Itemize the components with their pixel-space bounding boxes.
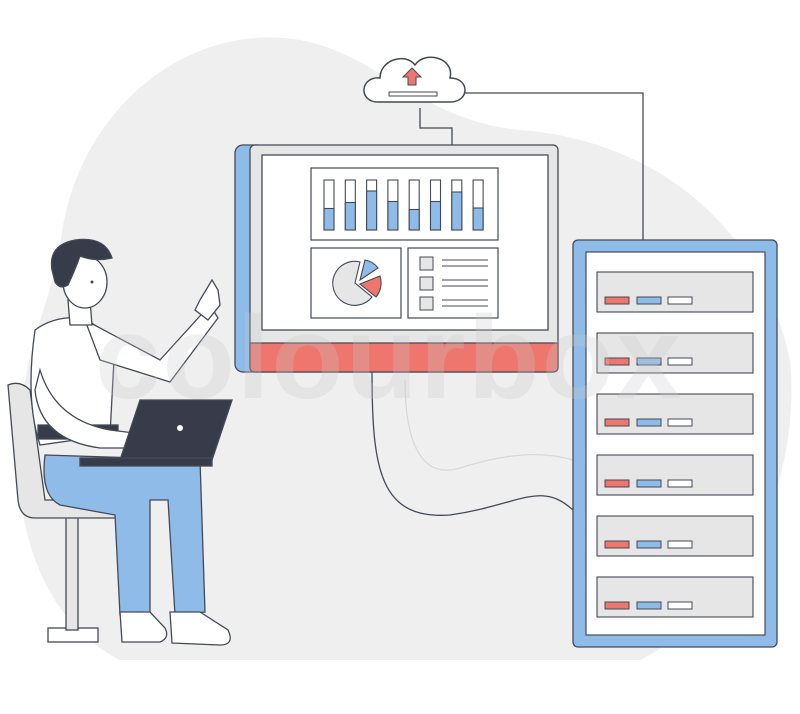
- server-unit: [596, 332, 754, 374]
- cloud-upload-icon: [363, 56, 466, 103]
- server-led: [604, 296, 630, 305]
- bar-fill: [323, 207, 335, 231]
- server-unit: [596, 576, 754, 618]
- list-line: [442, 259, 488, 267]
- chair-post: [65, 514, 79, 631]
- server-led: [636, 540, 662, 549]
- cables: [371, 92, 644, 516]
- person: [7, 238, 233, 646]
- server-unit: [596, 454, 754, 496]
- server-led: [636, 357, 662, 366]
- server-led: [667, 540, 693, 549]
- server-led: [636, 418, 662, 427]
- server-led: [604, 601, 630, 610]
- bar-chart-panel: [310, 167, 499, 241]
- server-led: [604, 357, 630, 366]
- server-unit: [596, 393, 754, 435]
- raised-arm: [83, 303, 219, 383]
- bar-fill: [451, 191, 463, 231]
- bar-fill: [366, 190, 378, 231]
- pie-slice-blue: [359, 259, 379, 282]
- hair: [50, 238, 113, 288]
- hand-pointing: [194, 278, 221, 321]
- list-checkbox: [419, 276, 434, 291]
- pie-slice-red: [358, 275, 382, 298]
- bar-fill: [408, 208, 420, 231]
- server-led: [667, 601, 693, 610]
- server-led: [667, 479, 693, 488]
- server-led: [667, 418, 693, 427]
- legs: [43, 454, 206, 616]
- laptop-base: [79, 457, 213, 467]
- bar-fill: [344, 201, 356, 231]
- pie-slice-gray: [332, 260, 373, 306]
- server-led: [667, 357, 693, 366]
- bar-fill: [387, 200, 399, 231]
- server-unit: [596, 515, 754, 557]
- list-line: [442, 299, 488, 307]
- list-checkbox: [419, 296, 434, 311]
- bar-fill: [472, 207, 484, 231]
- server-rack: [572, 239, 778, 648]
- bar-fill: [429, 200, 442, 231]
- server-led: [636, 479, 662, 488]
- pie-chart-panel: [310, 247, 402, 319]
- list-line: [442, 279, 488, 287]
- server-led: [636, 601, 662, 610]
- server-led: [604, 479, 630, 488]
- list-checkbox: [419, 256, 434, 271]
- monitor: [234, 144, 559, 373]
- laptop-screen: [119, 399, 233, 461]
- server-unit: [596, 271, 754, 313]
- server-led: [604, 540, 630, 549]
- server-led: [667, 296, 693, 305]
- shoe-left: [119, 611, 168, 643]
- server-led: [636, 296, 662, 305]
- shoe-right: [169, 611, 231, 646]
- server-led: [604, 418, 630, 427]
